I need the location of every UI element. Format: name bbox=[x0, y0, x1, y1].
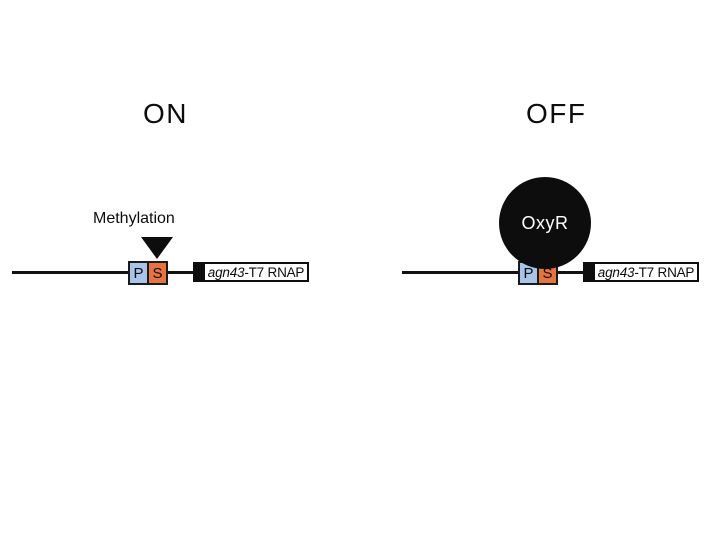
gene-box-left: agn43-T7 RNAP bbox=[203, 262, 309, 282]
oxyr-protein-circle: OxyR bbox=[499, 177, 591, 269]
off-state-title: OFF bbox=[526, 98, 587, 129]
gene-suffix-label: -T7 RNAP bbox=[244, 264, 305, 280]
gene-suffix-label: -T7 RNAP bbox=[634, 264, 695, 280]
oxyr-label: OxyR bbox=[521, 212, 569, 233]
dna-line-left-spacer bbox=[167, 271, 194, 274]
methylation-label: Methylation bbox=[93, 210, 175, 227]
promoter-box-s: S bbox=[147, 261, 168, 285]
dna-line-right-upstream bbox=[402, 271, 519, 274]
gene-name-label: agn43 bbox=[597, 264, 635, 280]
gene-start-marker-right bbox=[583, 262, 594, 282]
dna-line-right-spacer bbox=[557, 271, 584, 274]
promoter-box-p: P bbox=[128, 261, 149, 285]
on-state-title: ON bbox=[143, 98, 188, 129]
gene-name-label: agn43 bbox=[207, 264, 245, 280]
dna-line-left-upstream bbox=[12, 271, 129, 274]
gene-start-marker-left bbox=[193, 262, 204, 282]
promoter-region-left: P S bbox=[128, 261, 168, 285]
methylation-arrow-icon bbox=[141, 237, 173, 259]
gene-box-right: agn43-T7 RNAP bbox=[593, 262, 699, 282]
